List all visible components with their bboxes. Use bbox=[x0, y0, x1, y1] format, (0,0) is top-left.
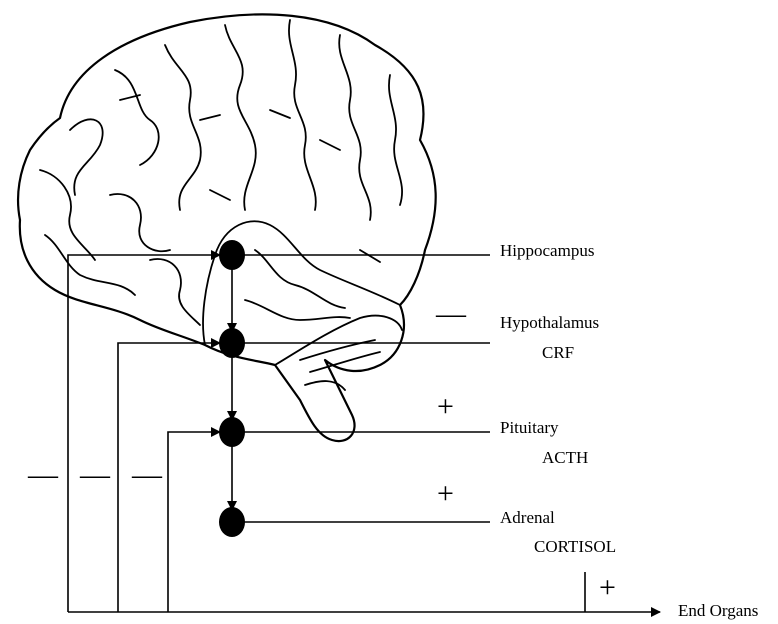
label-hypothalamus: Hypothalamus bbox=[500, 313, 599, 332]
label-adrenal: Adrenal bbox=[500, 508, 555, 527]
label-cortisol: CORTISOL bbox=[534, 537, 616, 556]
label-hippocampus: Hippocampus bbox=[500, 241, 594, 260]
feedback-to-hippocampus bbox=[68, 255, 220, 612]
brain-illustration bbox=[18, 14, 436, 441]
feedback-to-pituitary bbox=[168, 432, 220, 612]
label-crf: CRF bbox=[542, 343, 574, 362]
sign-plus-end-organs: + bbox=[599, 571, 616, 604]
sign-plus-hypo-pit: + bbox=[437, 390, 454, 423]
hypothalamus-node bbox=[219, 328, 245, 358]
sign-minus-feedback-1: — bbox=[27, 458, 59, 491]
adrenal-node bbox=[219, 507, 245, 537]
sign-plus-pit-adrenal: + bbox=[437, 477, 454, 510]
label-end-organs: End Organs bbox=[678, 601, 758, 620]
label-pituitary: Pituitary bbox=[500, 418, 559, 437]
sign-minus-feedback-3: — bbox=[131, 458, 163, 491]
pituitary-node bbox=[219, 417, 245, 447]
hippocampus-node bbox=[219, 240, 245, 270]
sign-minus-feedback-2: — bbox=[79, 458, 111, 491]
label-acth: ACTH bbox=[542, 448, 588, 467]
sign-minus-hippo-hypo: — bbox=[435, 297, 467, 330]
